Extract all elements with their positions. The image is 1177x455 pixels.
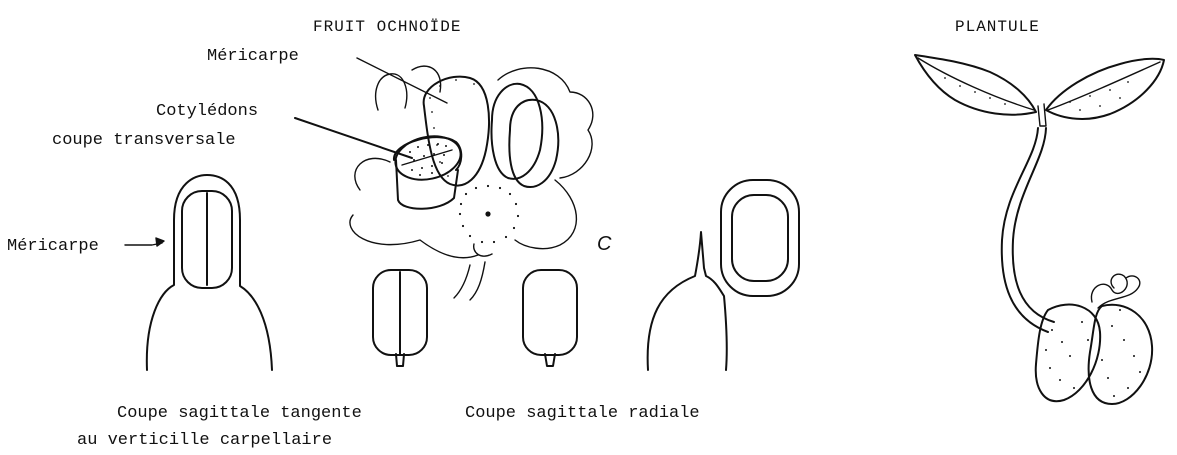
mericarp-upper-stipple [429, 79, 475, 177]
figure-letter: C [597, 233, 612, 255]
seedling-curl-2 [1098, 276, 1140, 308]
radial-caption: Coupe sagittale radiale [465, 404, 700, 423]
mericarp-right-1 [492, 84, 543, 179]
mericarp-top-label: Méricarpe [207, 47, 299, 66]
mericarp-left-arrowhead [156, 238, 164, 246]
seedling-leaf-stipple [944, 77, 1129, 111]
cotyledons-label-line2: coupe transversale [52, 131, 236, 150]
seedling-stem-right [1013, 128, 1054, 322]
seedling-title: PLANTULE [955, 18, 1040, 36]
seedling-seed-stipple [1045, 309, 1141, 397]
cotyledons-leader [295, 118, 412, 158]
pedicel-1 [454, 265, 470, 298]
radial-seed-body [523, 270, 577, 355]
sepal-4 [355, 158, 390, 190]
radial-seed [523, 270, 577, 366]
radial-inner-mericarp [732, 195, 788, 281]
seedling-apex [1038, 104, 1046, 126]
tangential-caption-line2: au verticille carpellaire [77, 431, 332, 450]
tangential-seed [373, 270, 427, 366]
mericarp-left-label: Méricarpe [7, 237, 99, 256]
sepal-6 [515, 180, 576, 249]
ochnoid-fruit [350, 66, 593, 300]
seedling-leaf-left [915, 55, 1036, 115]
receptacle [459, 185, 519, 256]
pedicel-2 [470, 262, 485, 300]
radial-outline [648, 232, 727, 370]
cotyledons-stipple [409, 143, 447, 176]
tangential-outline [147, 175, 272, 370]
cotyledons-label-line1: Cotylédons [156, 102, 258, 121]
seedling [915, 55, 1164, 404]
tangential-caption-line1: Coupe sagittale tangente [117, 404, 362, 423]
fruit-title: FRUIT OCHNOÏDE [313, 17, 461, 36]
sepal-1 [376, 74, 407, 110]
mericarp-top-leader [357, 58, 447, 103]
radial-section [648, 180, 799, 370]
mericarp-right-2 [509, 100, 558, 187]
tangential-section [147, 175, 272, 370]
sepal-5 [350, 215, 478, 258]
